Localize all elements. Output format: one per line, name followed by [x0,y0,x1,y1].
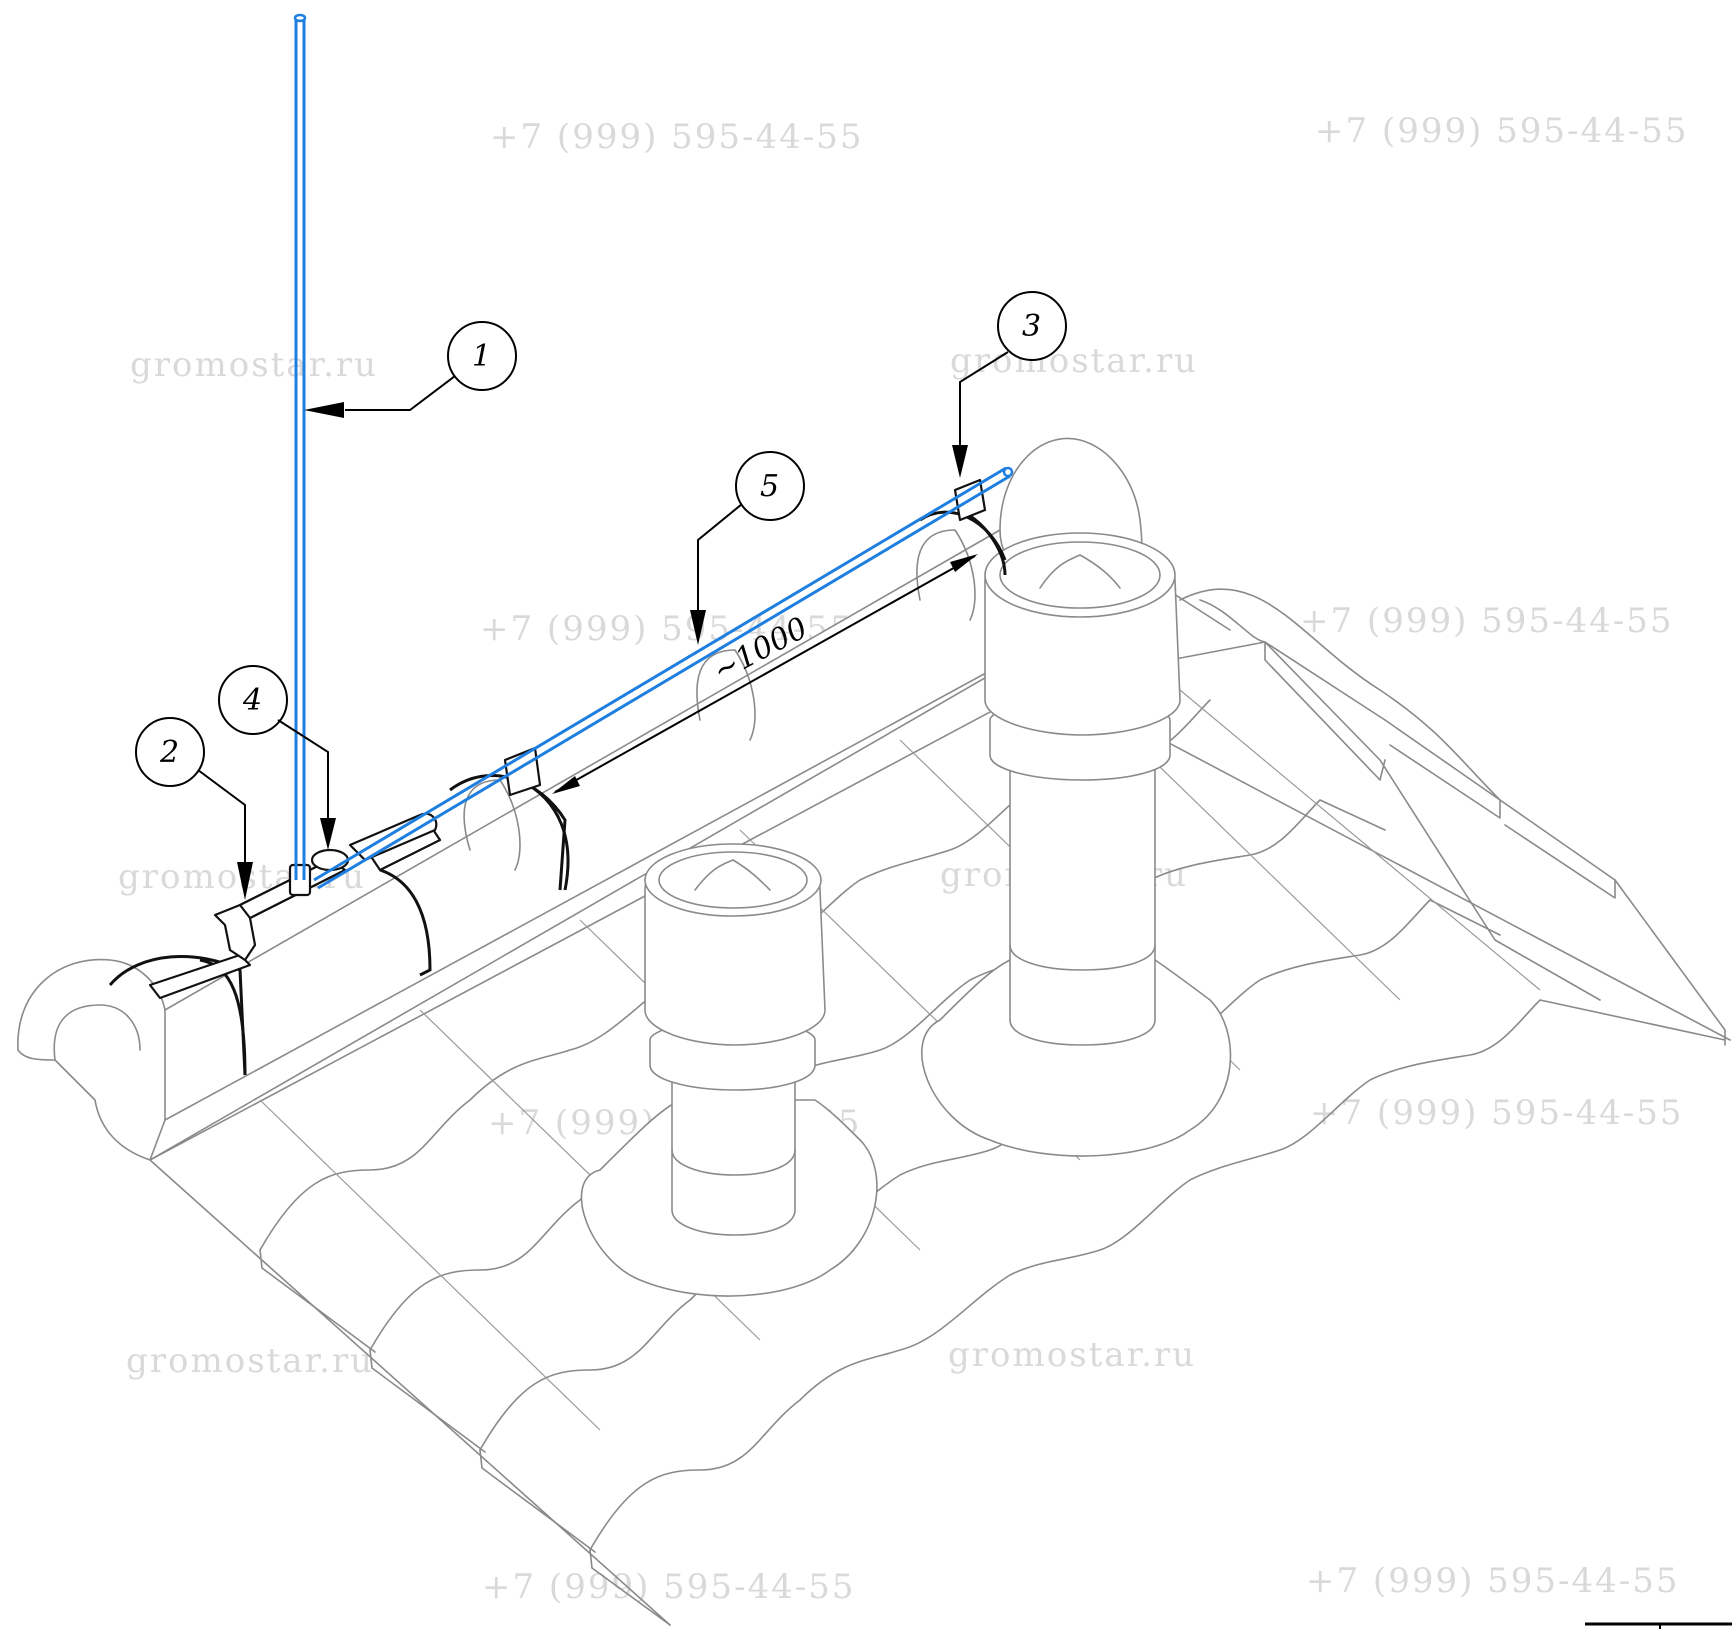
watermark-phone-8: +7 (999) 595-44-55 [1306,1561,1680,1601]
watermark-phone-3: +7 (999) 595-44-55 [480,609,854,649]
watermark-layer: +7 (999) 595-44-55 +7 (999) 595-44-55 gr… [118,111,1689,1607]
watermark-site-6: gromostar.ru [948,1335,1196,1375]
watermark-phone-2: +7 (999) 595-44-55 [1315,111,1689,151]
callout-4: 4 [218,665,336,850]
callout-5: 5 [690,451,805,645]
callout-3-label: 3 [1022,309,1041,344]
callout-2: 2 [135,717,253,900]
watermark-site-2: gromostar.ru [950,341,1198,381]
title-block-corner [1585,1622,1732,1629]
callout-1: 1 [304,321,517,418]
watermark-phone-6: +7 (999) 595-44-55 [1310,1093,1684,1133]
watermark-phone-1: +7 (999) 595-44-55 [490,117,864,157]
roof-vent-front [580,843,878,1297]
watermark-site-1: gromostar.ru [130,345,378,385]
watermark-phone-4: +7 (999) 595-44-55 [1300,601,1674,641]
callout-1-label: 1 [472,339,491,374]
callout-2-label: 2 [159,735,179,770]
callout-4-label: 4 [242,683,262,718]
callout-5-label: 5 [760,469,779,504]
roof-vent-back [921,532,1232,1157]
callout-3: 3 [952,291,1067,478]
ridge-cap [17,437,1143,1161]
watermark-site-5: gromostar.ru [126,1341,374,1381]
ridge-clamps [108,478,1007,1076]
watermark-phone-7: +7 (999) 595-44-55 [482,1567,856,1607]
